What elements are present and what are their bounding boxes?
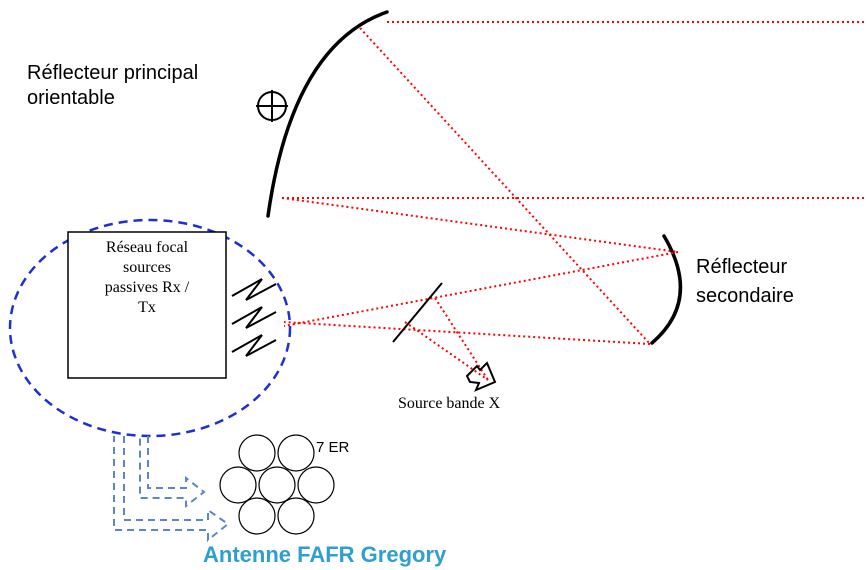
cell <box>258 466 296 504</box>
cell <box>277 497 315 535</box>
cells-label: 7 ER <box>316 439 350 456</box>
ray-main-to-secondary-b <box>281 197 679 253</box>
seven-cell-cluster <box>219 434 335 535</box>
ray-paths <box>281 21 867 381</box>
link-arrow-inner <box>139 436 206 509</box>
cell <box>238 497 276 535</box>
x-band-source-label: Source bande X <box>398 395 501 412</box>
cell <box>277 434 315 472</box>
x-band-source-icon <box>465 361 497 392</box>
ray-splitter-to-source-a <box>434 297 489 381</box>
ray-main-to-secondary-a <box>359 27 651 345</box>
secondary-reflector-label-line1: Réflecteur <box>696 256 787 278</box>
orientation-crosshair-icon <box>256 90 288 122</box>
link-arrow-outer <box>113 436 230 543</box>
ray-secondary-to-focal-a <box>283 251 679 327</box>
cell <box>219 466 257 504</box>
focal-network-label-line2: sources <box>123 259 171 276</box>
ray-splitter-to-source-b <box>404 321 489 381</box>
beam-splitter <box>392 282 443 343</box>
main-reflector <box>266 10 389 218</box>
focal-network-label-line3: passives Rx / <box>105 279 190 296</box>
focal-network-ellipse <box>8 218 292 438</box>
focal-network-label-line1: Réseau focal <box>106 239 189 256</box>
cell <box>238 434 276 472</box>
secondary-reflector <box>650 234 683 345</box>
main-reflector-label-line2: orientable <box>27 87 115 109</box>
cell <box>297 466 335 504</box>
ray-secondary-to-focal-b <box>283 321 651 345</box>
feed-horns-zigzag <box>231 278 277 357</box>
focal-network-label-line4: Tx <box>138 299 156 316</box>
main-reflector-label-line1: Réflecteur principal <box>27 62 198 84</box>
focal-network-box <box>67 231 227 379</box>
diagram-title: Antenne FAFR Gregory <box>203 542 447 567</box>
secondary-reflector-label-line2: secondaire <box>696 285 794 307</box>
